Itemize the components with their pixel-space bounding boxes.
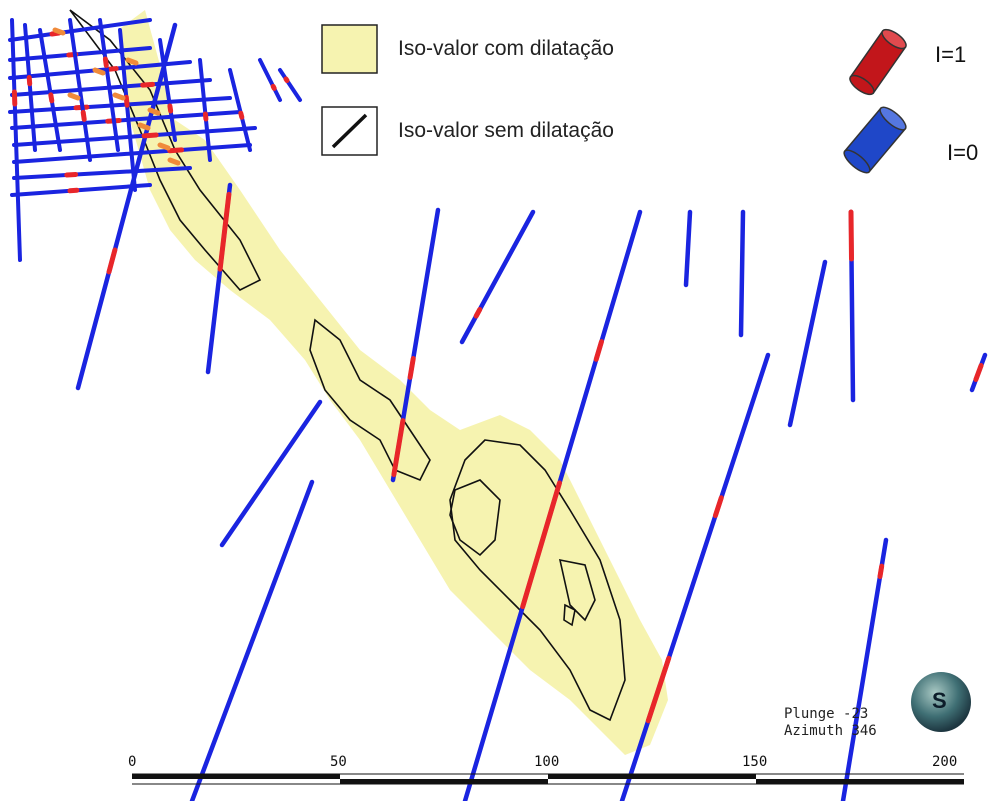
scale-tick-label: 50 bbox=[330, 754, 347, 770]
drillhole-segment bbox=[123, 94, 130, 108]
drillhole-segment bbox=[106, 247, 118, 275]
orientation-sphere-icon bbox=[911, 672, 971, 732]
drillhole-segment bbox=[189, 479, 315, 801]
drillhole-segment bbox=[52, 27, 66, 36]
azimuth-label: Azimuth bbox=[784, 723, 844, 739]
drillhole-segment bbox=[112, 92, 126, 101]
drillhole-segment bbox=[877, 563, 885, 580]
drillhole-segment bbox=[118, 28, 137, 192]
drillhole-segment bbox=[147, 107, 161, 116]
drillhole-segment bbox=[8, 18, 152, 42]
drillhole-segment bbox=[973, 363, 984, 382]
drillhole-segment bbox=[12, 126, 257, 147]
drillhole-segment bbox=[67, 187, 80, 194]
plunge-label: Plunge bbox=[784, 706, 835, 722]
drillhole-segment bbox=[102, 56, 109, 68]
drillhole-segment bbox=[473, 307, 483, 319]
view-orientation-info: Plunge -23 Azimuth 346 bbox=[784, 706, 877, 740]
drillhole-segment bbox=[125, 57, 139, 66]
drillhole-segment bbox=[167, 157, 181, 166]
drillhole-segment bbox=[228, 68, 252, 152]
drillhole-segment bbox=[26, 75, 33, 87]
drillhole-segment bbox=[10, 110, 242, 130]
indicator-one-label: I=1 bbox=[935, 42, 967, 67]
undilated-swatch-line bbox=[331, 113, 368, 149]
drillhole-segment bbox=[198, 58, 212, 162]
blue-cylinder-icon bbox=[843, 106, 907, 174]
drillhole-segment bbox=[712, 495, 724, 519]
drillhole-segment bbox=[137, 122, 151, 131]
dilated-swatch bbox=[321, 24, 378, 74]
drillhole-segment bbox=[92, 67, 106, 76]
drillhole-segment bbox=[80, 109, 87, 122]
drillhole-segment bbox=[8, 46, 152, 62]
drillhole-segment bbox=[157, 142, 171, 151]
azimuth-value: 346 bbox=[851, 723, 877, 739]
drillhole-segment bbox=[459, 209, 536, 345]
drillhole-segment bbox=[238, 110, 245, 120]
drillhole-segment bbox=[68, 18, 92, 162]
drillhole-segment bbox=[278, 68, 302, 102]
drillhole-segment bbox=[98, 18, 120, 152]
drillhole-segment bbox=[258, 58, 282, 102]
undilated-swatch bbox=[321, 106, 378, 156]
drillhole-segment bbox=[64, 172, 79, 178]
drillhole-segment bbox=[219, 399, 323, 548]
scale-tick-label: 0 bbox=[128, 754, 137, 770]
drillhole-segment bbox=[10, 183, 152, 197]
drillhole-segment bbox=[407, 356, 416, 380]
drillhole-segment bbox=[12, 166, 192, 180]
logo-letter: S bbox=[932, 688, 947, 713]
drillhole-segment bbox=[141, 132, 159, 139]
drillhole-segment bbox=[848, 209, 854, 262]
scale-tick-label: 100 bbox=[534, 754, 560, 770]
dilated-iso-region bbox=[118, 10, 668, 755]
drillhole-segment bbox=[10, 18, 22, 262]
drillhole-segment bbox=[270, 83, 277, 91]
drillhole-segment bbox=[520, 480, 562, 610]
drillhole-traces bbox=[8, 18, 988, 801]
scale-tick-label: 150 bbox=[742, 754, 768, 770]
drillhole-segment bbox=[167, 103, 174, 114]
red-cylinder-icon bbox=[849, 28, 907, 96]
drillhole-segment bbox=[23, 23, 37, 152]
drillhole-segment bbox=[593, 339, 604, 362]
drillhole-segment bbox=[283, 76, 290, 83]
scale-bar bbox=[132, 773, 964, 785]
plunge-value: -23 bbox=[843, 706, 869, 722]
drillhole-segment bbox=[645, 655, 672, 724]
drillhole-segment bbox=[38, 28, 62, 152]
drillhole-segment bbox=[738, 209, 746, 338]
drillhole-segment bbox=[8, 96, 232, 114]
undilated-legend-label: Iso-valor sem dilatação bbox=[398, 119, 614, 142]
drillhole-segment bbox=[167, 147, 185, 154]
drillhole-segment bbox=[158, 38, 177, 142]
drillhole-segment bbox=[48, 92, 55, 104]
drillhole-segment bbox=[67, 92, 81, 101]
scale-tick-label: 200 bbox=[932, 754, 958, 770]
drillhole-segment bbox=[683, 209, 693, 288]
drillhole-segment bbox=[619, 352, 771, 801]
drillhole-segment bbox=[202, 111, 209, 122]
drillhole-segment bbox=[391, 418, 406, 478]
indicator-zero-label: I=0 bbox=[947, 140, 979, 165]
drillhole-segment bbox=[787, 259, 828, 428]
drillhole-segment bbox=[840, 537, 889, 801]
drillhole-segment bbox=[217, 191, 232, 272]
drillhole-segment bbox=[140, 81, 156, 88]
dilated-legend-label: Iso-valor com dilatação bbox=[398, 37, 614, 60]
